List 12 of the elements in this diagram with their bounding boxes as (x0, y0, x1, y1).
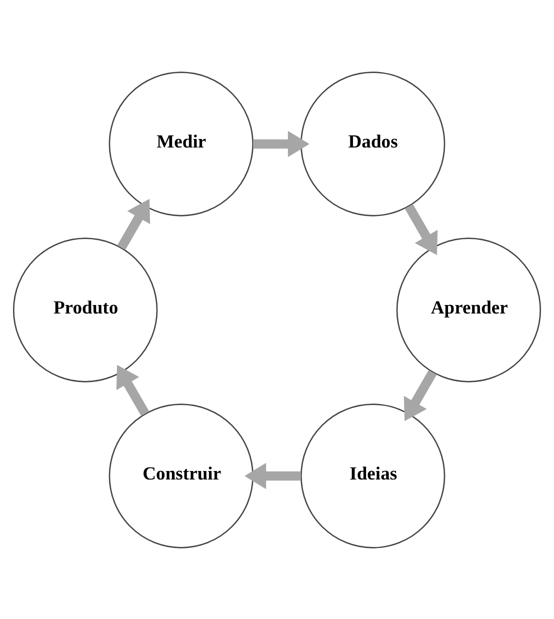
node-circle: Ideias (300, 403, 446, 548)
arrow (117, 198, 150, 250)
node-circle: Medir (108, 71, 254, 216)
arrow (253, 130, 310, 157)
arrow (244, 462, 301, 489)
arrow (404, 369, 437, 421)
node-circle: Construir (108, 403, 254, 548)
node-circle: Dados (300, 71, 446, 216)
node-circle: Produto (12, 237, 158, 382)
arrow (116, 364, 150, 416)
arrow (404, 203, 438, 255)
node-circle: Aprender (396, 237, 542, 382)
